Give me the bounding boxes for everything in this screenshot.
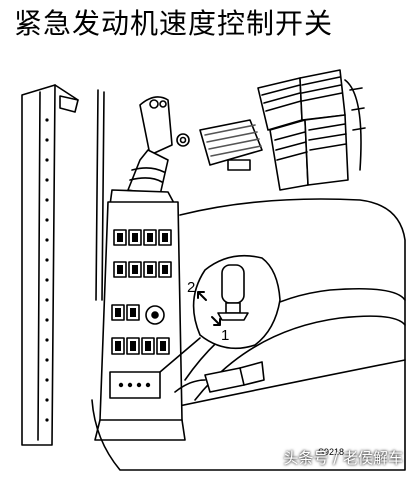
emergency-speed-switch-detail	[192, 254, 281, 350]
window-pillar	[21, 84, 79, 446]
callout-position-1: 1	[221, 327, 229, 344]
pedal-pad	[199, 119, 263, 171]
watermark: 头条号 / 老侯解车	[283, 449, 403, 467]
leader-line	[159, 337, 201, 373]
pillar-rivets	[45, 118, 49, 422]
arrow-down-icon	[211, 316, 221, 326]
page-title: 紧急发动机速度控制开关	[14, 7, 334, 40]
rocker-switch-bank-4	[111, 337, 170, 355]
seat-belt-buckle	[174, 361, 265, 393]
arrow-up-icon	[197, 291, 207, 301]
connector-block	[109, 371, 161, 399]
cab-frame-line	[95, 89, 99, 301]
rocker-switch-bank-3	[111, 304, 140, 321]
seat-cushion	[194, 315, 406, 401]
rocker-switch-bank-2	[113, 261, 172, 278]
seat-outline	[91, 198, 406, 471]
seat-edge	[159, 359, 406, 411]
rocker-switch-bank-1	[113, 229, 172, 246]
travel-pedals	[257, 69, 366, 191]
figure-code: S9218	[318, 447, 344, 457]
dial-icon	[145, 305, 165, 325]
cab-frame-line	[101, 91, 105, 301]
switch-console	[94, 201, 186, 441]
callout-position-2: 2	[187, 279, 195, 296]
round-knob	[176, 133, 190, 147]
joystick	[109, 96, 176, 206]
